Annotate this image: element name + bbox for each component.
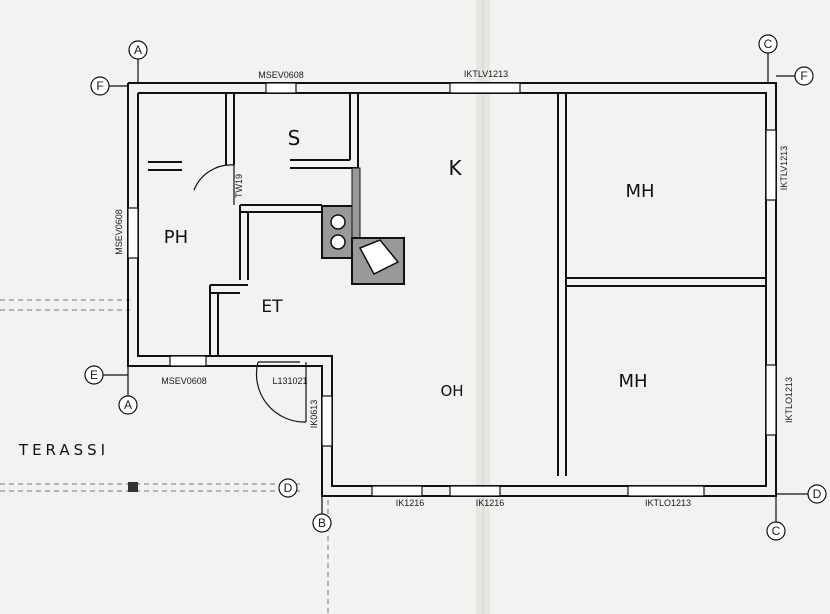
room-label-mh-lower: MH xyxy=(618,371,647,392)
axis-c-top-label: C xyxy=(764,37,773,51)
axis-f-left-label: F xyxy=(96,79,103,93)
doors xyxy=(193,164,307,423)
room-label-ph: PH xyxy=(164,227,188,248)
axis-a-bottom-label: A xyxy=(124,398,132,412)
window-label-top-center: IKTLV1213 xyxy=(464,69,508,79)
axis-c-top xyxy=(758,34,778,54)
room-label-s: S xyxy=(288,126,301,150)
grid-axes xyxy=(84,34,827,541)
window-label-right-lower: IKTLO1213 xyxy=(784,377,794,423)
room-label-et: ET xyxy=(261,297,283,317)
room-label-mh-upper: MH xyxy=(625,181,654,202)
axis-d-right-label: D xyxy=(813,487,822,501)
window-label-left: MSEV0608 xyxy=(114,209,124,255)
axis-f-left xyxy=(90,76,110,96)
window-label-bottom-center-left: IK1216 xyxy=(396,498,425,508)
door-label-side: IK0613 xyxy=(309,400,319,429)
axis-b-bottom-label: B xyxy=(318,516,326,530)
axis-a-top xyxy=(128,40,148,60)
room-label-oh: OH xyxy=(440,382,463,400)
axis-e-left-label: E xyxy=(90,368,98,382)
fireplace xyxy=(321,167,405,285)
windows xyxy=(127,82,777,497)
axis-c-bottom-label: C xyxy=(772,524,781,538)
axis-d-left-label: D xyxy=(284,481,293,495)
axis-b-bottom xyxy=(312,513,332,533)
axis-f-right-label: F xyxy=(800,69,807,83)
window-label-bottom-center: IK1216 xyxy=(476,498,505,508)
axis-a-top-label: A xyxy=(134,43,142,57)
axis-f-right xyxy=(794,66,814,86)
window-label-bottom-right: IKTLO1213 xyxy=(645,498,691,508)
window-label-top-left: MSEV0608 xyxy=(258,70,304,80)
door-label-bath: TW19 xyxy=(234,174,244,198)
axis-a-bottom xyxy=(118,395,138,415)
door-label-entry: L131021 xyxy=(272,376,307,386)
room-label-k: K xyxy=(448,156,462,180)
terrace-marker xyxy=(128,482,138,492)
axis-d-right xyxy=(807,484,827,504)
window-label-right-upper: IKTLV1213 xyxy=(779,146,789,190)
window-label-bottom-left: MSEV0608 xyxy=(161,376,207,386)
axis-c-bottom xyxy=(766,521,786,541)
terrace-label: TERASSI xyxy=(18,441,109,459)
axis-e-left xyxy=(84,365,104,385)
axis-d-left xyxy=(278,478,298,498)
interior-walls xyxy=(148,93,766,476)
